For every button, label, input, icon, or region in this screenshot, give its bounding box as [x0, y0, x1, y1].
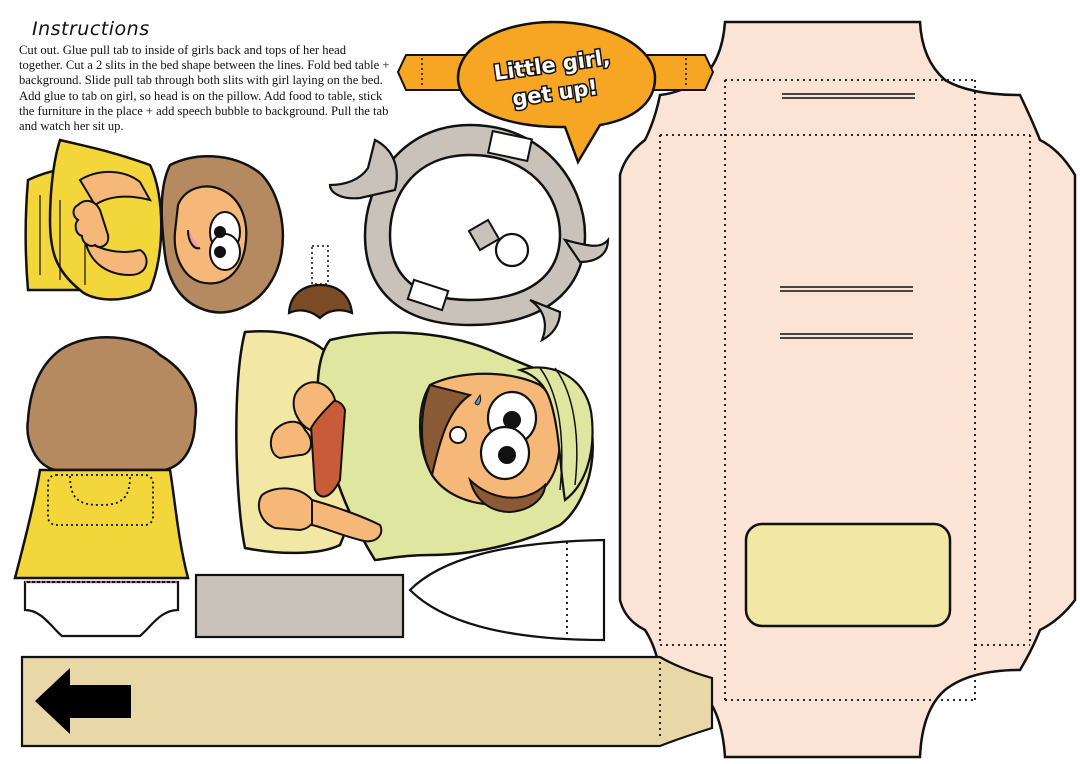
girl-back-cutout	[13, 336, 198, 638]
pillow	[744, 522, 952, 628]
girl-lying-cutout	[24, 138, 285, 314]
table-cutout	[194, 573, 405, 639]
speech-bubble: Little girl, get up!	[396, 20, 715, 165]
chair-cutout	[328, 123, 610, 343]
instructions-text: Cut out. Glue pull tab to inside of girl…	[19, 43, 390, 134]
pillow-cutout	[408, 538, 606, 642]
pull-tab	[20, 655, 714, 748]
bread-cutout	[287, 245, 354, 320]
bed-panel	[618, 20, 1077, 759]
jesus-cutout	[235, 330, 594, 562]
instructions-heading: Instructions	[32, 18, 150, 40]
arrow-left-icon	[35, 668, 131, 734]
